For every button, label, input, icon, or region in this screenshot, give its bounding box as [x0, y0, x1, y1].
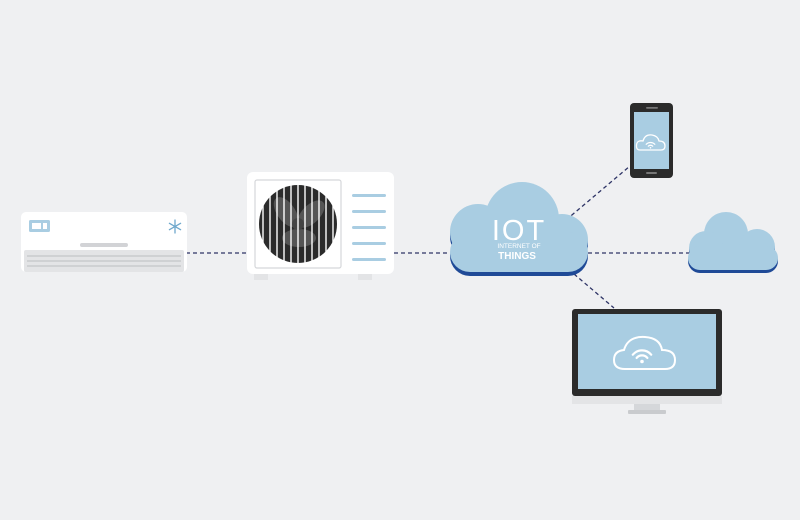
remote-cloud	[688, 212, 778, 273]
outdoor-vents	[352, 194, 386, 261]
wifi-icon	[645, 141, 656, 149]
link-cloud-phone	[565, 165, 631, 221]
cloud-icon	[635, 134, 666, 151]
iot-title: IOT	[492, 215, 546, 247]
link-cloud-monitor	[573, 273, 615, 309]
outdoor-unit	[247, 172, 394, 280]
cloud-icon	[688, 212, 778, 270]
connection-lines	[186, 165, 690, 309]
indoor-unit	[21, 212, 187, 272]
iot-subtitle: INTERNET OF	[497, 243, 540, 250]
iot-cloud: IOT INTERNET OF THINGS	[450, 182, 588, 276]
monitor	[572, 309, 722, 414]
cloud-icon	[612, 335, 677, 370]
smartphone	[630, 103, 673, 178]
fan-icon	[254, 179, 342, 269]
wifi-icon	[631, 349, 653, 364]
snowflake-icon	[168, 219, 182, 234]
display-icon	[29, 220, 50, 232]
iot-subtitle-things: THINGS	[498, 251, 536, 262]
